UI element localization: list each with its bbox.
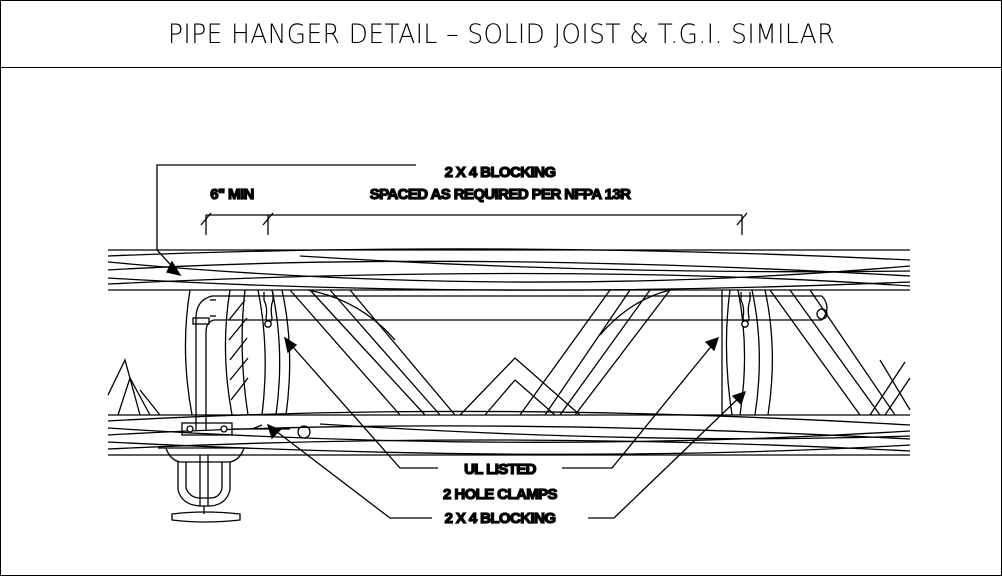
pipe-clamps <box>263 292 751 328</box>
drop-clamp <box>181 422 311 439</box>
blocking-top-label: 2 X 4 BLOCKING <box>445 164 556 181</box>
ul-listed-label: UL LISTED <box>464 461 537 478</box>
right-blocking <box>721 289 773 416</box>
min-dim-label: 6" MIN <box>210 186 254 203</box>
pipe-elbow-drop <box>192 295 222 430</box>
sprinkler-head <box>158 447 248 523</box>
left-blocking <box>184 289 291 416</box>
blocking-bottom-label: 2 X 4 BLOCKING <box>445 510 556 527</box>
web-members <box>107 289 911 416</box>
spacing-note-label: SPACED AS REQUIRED PER NFPA 13R <box>370 186 631 203</box>
top-chord <box>107 248 911 291</box>
sprinkler-pipe <box>222 295 828 321</box>
clamps-label: 2 HOLE CLAMPS <box>443 486 557 503</box>
drawing-title: PIPE HANGER DETAIL – SOLID JOIST & T.G.I… <box>167 18 835 50</box>
leader-lines <box>156 164 748 519</box>
title-bar: PIPE HANGER DETAIL – SOLID JOIST & T.G.I… <box>1 1 1001 68</box>
